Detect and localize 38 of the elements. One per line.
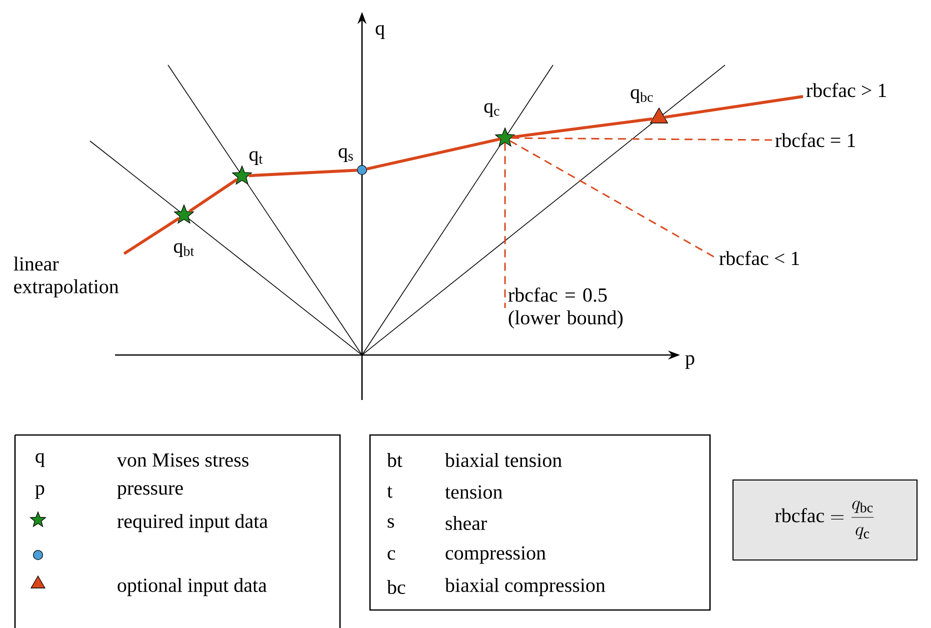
axis-label: p [685, 355, 694, 369]
curve-line [511, 137, 772, 141]
curve-line [512, 117, 653, 138]
table-cell: bc [386, 580, 406, 594]
legend-text: required input data [117, 514, 268, 532]
annotation-text: linear extrapolation [14, 256, 119, 298]
table-cell: compression [446, 546, 546, 564]
table-cell: biaxial compression [444, 578, 606, 596]
curve-line [504, 142, 506, 308]
curve-line [123, 216, 180, 255]
table-cell: pressure [117, 485, 183, 499]
annotation-text: rbcfac > 1 [806, 82, 886, 98]
table-cell: q [36, 453, 45, 467]
annotation-text: rbcfac = 1 [775, 132, 855, 148]
axis-label: q [376, 25, 385, 39]
table-cell: c [388, 550, 396, 560]
table-cell: shear [446, 516, 487, 530]
curve-line [188, 178, 238, 213]
curve-line [510, 140, 716, 259]
table-cell: p [35, 485, 44, 499]
table-cell: von Mises stress [116, 453, 248, 467]
table-cell: s [388, 518, 394, 528]
formula-box: $\mathrm{rbcfac} = \frac{q_{\mathrm{bc}}}{q_{\mathrm{c}}}$ [732, 479, 918, 561]
table-cell: t [387, 486, 392, 498]
point-label: q$_{bc}$ [630, 89, 653, 103]
table-cell: tension [445, 485, 502, 499]
table-cell: bt [386, 452, 402, 468]
curve-line [366, 138, 500, 170]
curve-line [248, 168, 358, 178]
point-label: q$_{s}$ [338, 148, 353, 162]
table-cell: biaxial tension [444, 452, 562, 468]
curve-line [664, 95, 804, 119]
legend-text: optional input data [118, 578, 267, 596]
point-label: q$_{bt}$ [174, 243, 194, 257]
point-label: q$_{t}$ [249, 151, 263, 165]
annotation-text: rbcfac = 0.5 (lower bound) [508, 288, 623, 329]
point-label: q$_{c}$ [484, 103, 500, 117]
annotation-text: rbcfac < 1 [719, 250, 799, 266]
